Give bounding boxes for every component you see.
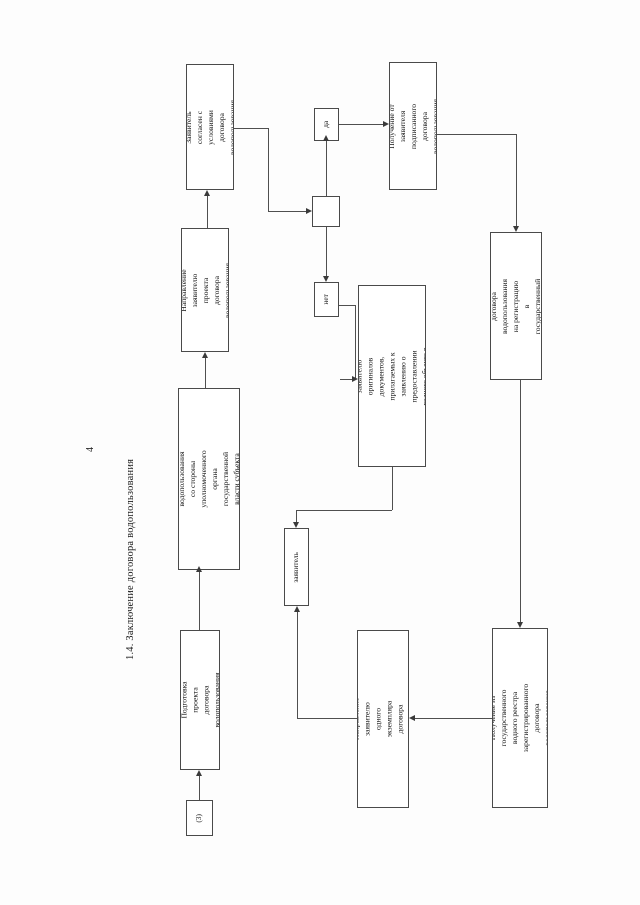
node-prepare-draft: Подготовка проекта договора водопользова… — [180, 630, 220, 770]
arrowhead-decision-to-yes — [322, 135, 329, 141]
connector-return-to-applicant — [296, 510, 297, 522]
connector-agrees-down — [268, 128, 269, 211]
connector-yes-to-receive-signed — [339, 124, 383, 125]
node-send-copy-to-applicant: Направление заявителю одного экземпляра … — [357, 630, 409, 808]
node-return-originals-label: Возвращение заявителю оригиналов докумен… — [358, 347, 426, 406]
node-applicant: заявитель — [284, 528, 309, 606]
connector-no-out — [339, 305, 355, 306]
node-start-label: (3) — [194, 813, 204, 823]
connector-return-originals-down — [392, 467, 393, 510]
arrowhead-receive-registered-to-send-copy — [409, 714, 415, 721]
node-applicant-label: заявитель — [291, 551, 301, 583]
page-title: 1.4. Заключение договора водопользования — [125, 458, 136, 660]
node-start: (3) — [186, 800, 213, 836]
node-send-to-registry-label: Направление договора водопользования на … — [490, 278, 542, 334]
connector-no-to-return — [340, 379, 355, 380]
arrowhead-registry-to-receive-registered — [516, 622, 523, 628]
node-no-label: нет — [321, 294, 331, 305]
connector-agrees-to-decision — [268, 211, 306, 212]
node-send-draft-to-applicant: Направление заявителю проекта договора в… — [181, 228, 229, 352]
node-no: нет — [314, 282, 339, 317]
connector-send-copy-out — [297, 718, 357, 719]
arrowhead-start-to-prepare — [195, 770, 202, 776]
connector-receive-registered-to-send-copy — [415, 718, 492, 719]
arrowhead-receive-signed-to-registry — [512, 226, 519, 232]
node-receive-signed-contract: Получение от заявителя подписанного дого… — [389, 62, 437, 190]
connector-sign-to-send-draft — [205, 358, 206, 388]
connector-receive-signed-down — [516, 134, 517, 226]
page-number: 4 — [85, 447, 96, 452]
node-receive-signed-label: Получение от заявителя подписанного дого… — [389, 98, 437, 154]
node-prepare-draft-label: Подготовка проекта договора водопользова… — [180, 672, 220, 728]
connector-receive-signed-out — [437, 134, 516, 135]
arrowhead-send-copy-to-applicant — [293, 606, 300, 612]
arrowhead-decision-to-no — [322, 276, 329, 282]
connector-decision-to-no — [326, 227, 327, 276]
node-return-originals: Возвращение заявителю оригиналов докумен… — [358, 285, 426, 467]
node-sign-by-authority-label: Подписание договора водопользования со с… — [178, 450, 240, 508]
connector-return-originals-left — [296, 510, 392, 511]
connector-agrees-out — [234, 128, 268, 129]
node-applicant-agrees: Заявитель согласен с условиями договора … — [186, 64, 234, 190]
node-sign-by-authority: Подписание договора водопользования со с… — [178, 388, 240, 570]
arrowhead-return-to-applicant — [292, 522, 299, 528]
connector-no-down — [355, 305, 356, 379]
node-send-copy-label: Направление заявителю одного экземпляра … — [357, 691, 409, 747]
node-decision — [312, 196, 340, 227]
arrowhead-prepare-to-sign — [195, 566, 202, 572]
arrowhead-yes-to-receive-signed — [383, 120, 389, 127]
connector-registry-to-receive-registered — [520, 380, 521, 622]
node-receive-registered: Получение из государственного водного ре… — [492, 628, 548, 808]
node-send-to-registry: Направление договора водопользования на … — [490, 232, 542, 380]
connector-send-draft-to-agrees — [207, 196, 208, 228]
node-receive-registered-label: Получение из государственного водного ре… — [492, 683, 548, 753]
node-applicant-agrees-label: Заявитель согласен с условиями договора … — [186, 99, 234, 155]
node-yes-label: да — [321, 120, 331, 129]
node-send-draft-label: Направление заявителю проекта договора в… — [181, 262, 229, 318]
connector-prepare-to-sign — [199, 572, 200, 630]
arrowhead-no-to-return — [352, 375, 358, 382]
connector-send-copy-up — [297, 612, 298, 718]
arrowhead-send-draft-to-agrees — [203, 190, 210, 196]
connector-decision-to-yes — [326, 141, 327, 196]
arrowhead-agrees-to-decision — [306, 207, 312, 214]
arrowhead-sign-to-send-draft — [201, 352, 208, 358]
connector-start-to-prepare — [199, 776, 200, 800]
